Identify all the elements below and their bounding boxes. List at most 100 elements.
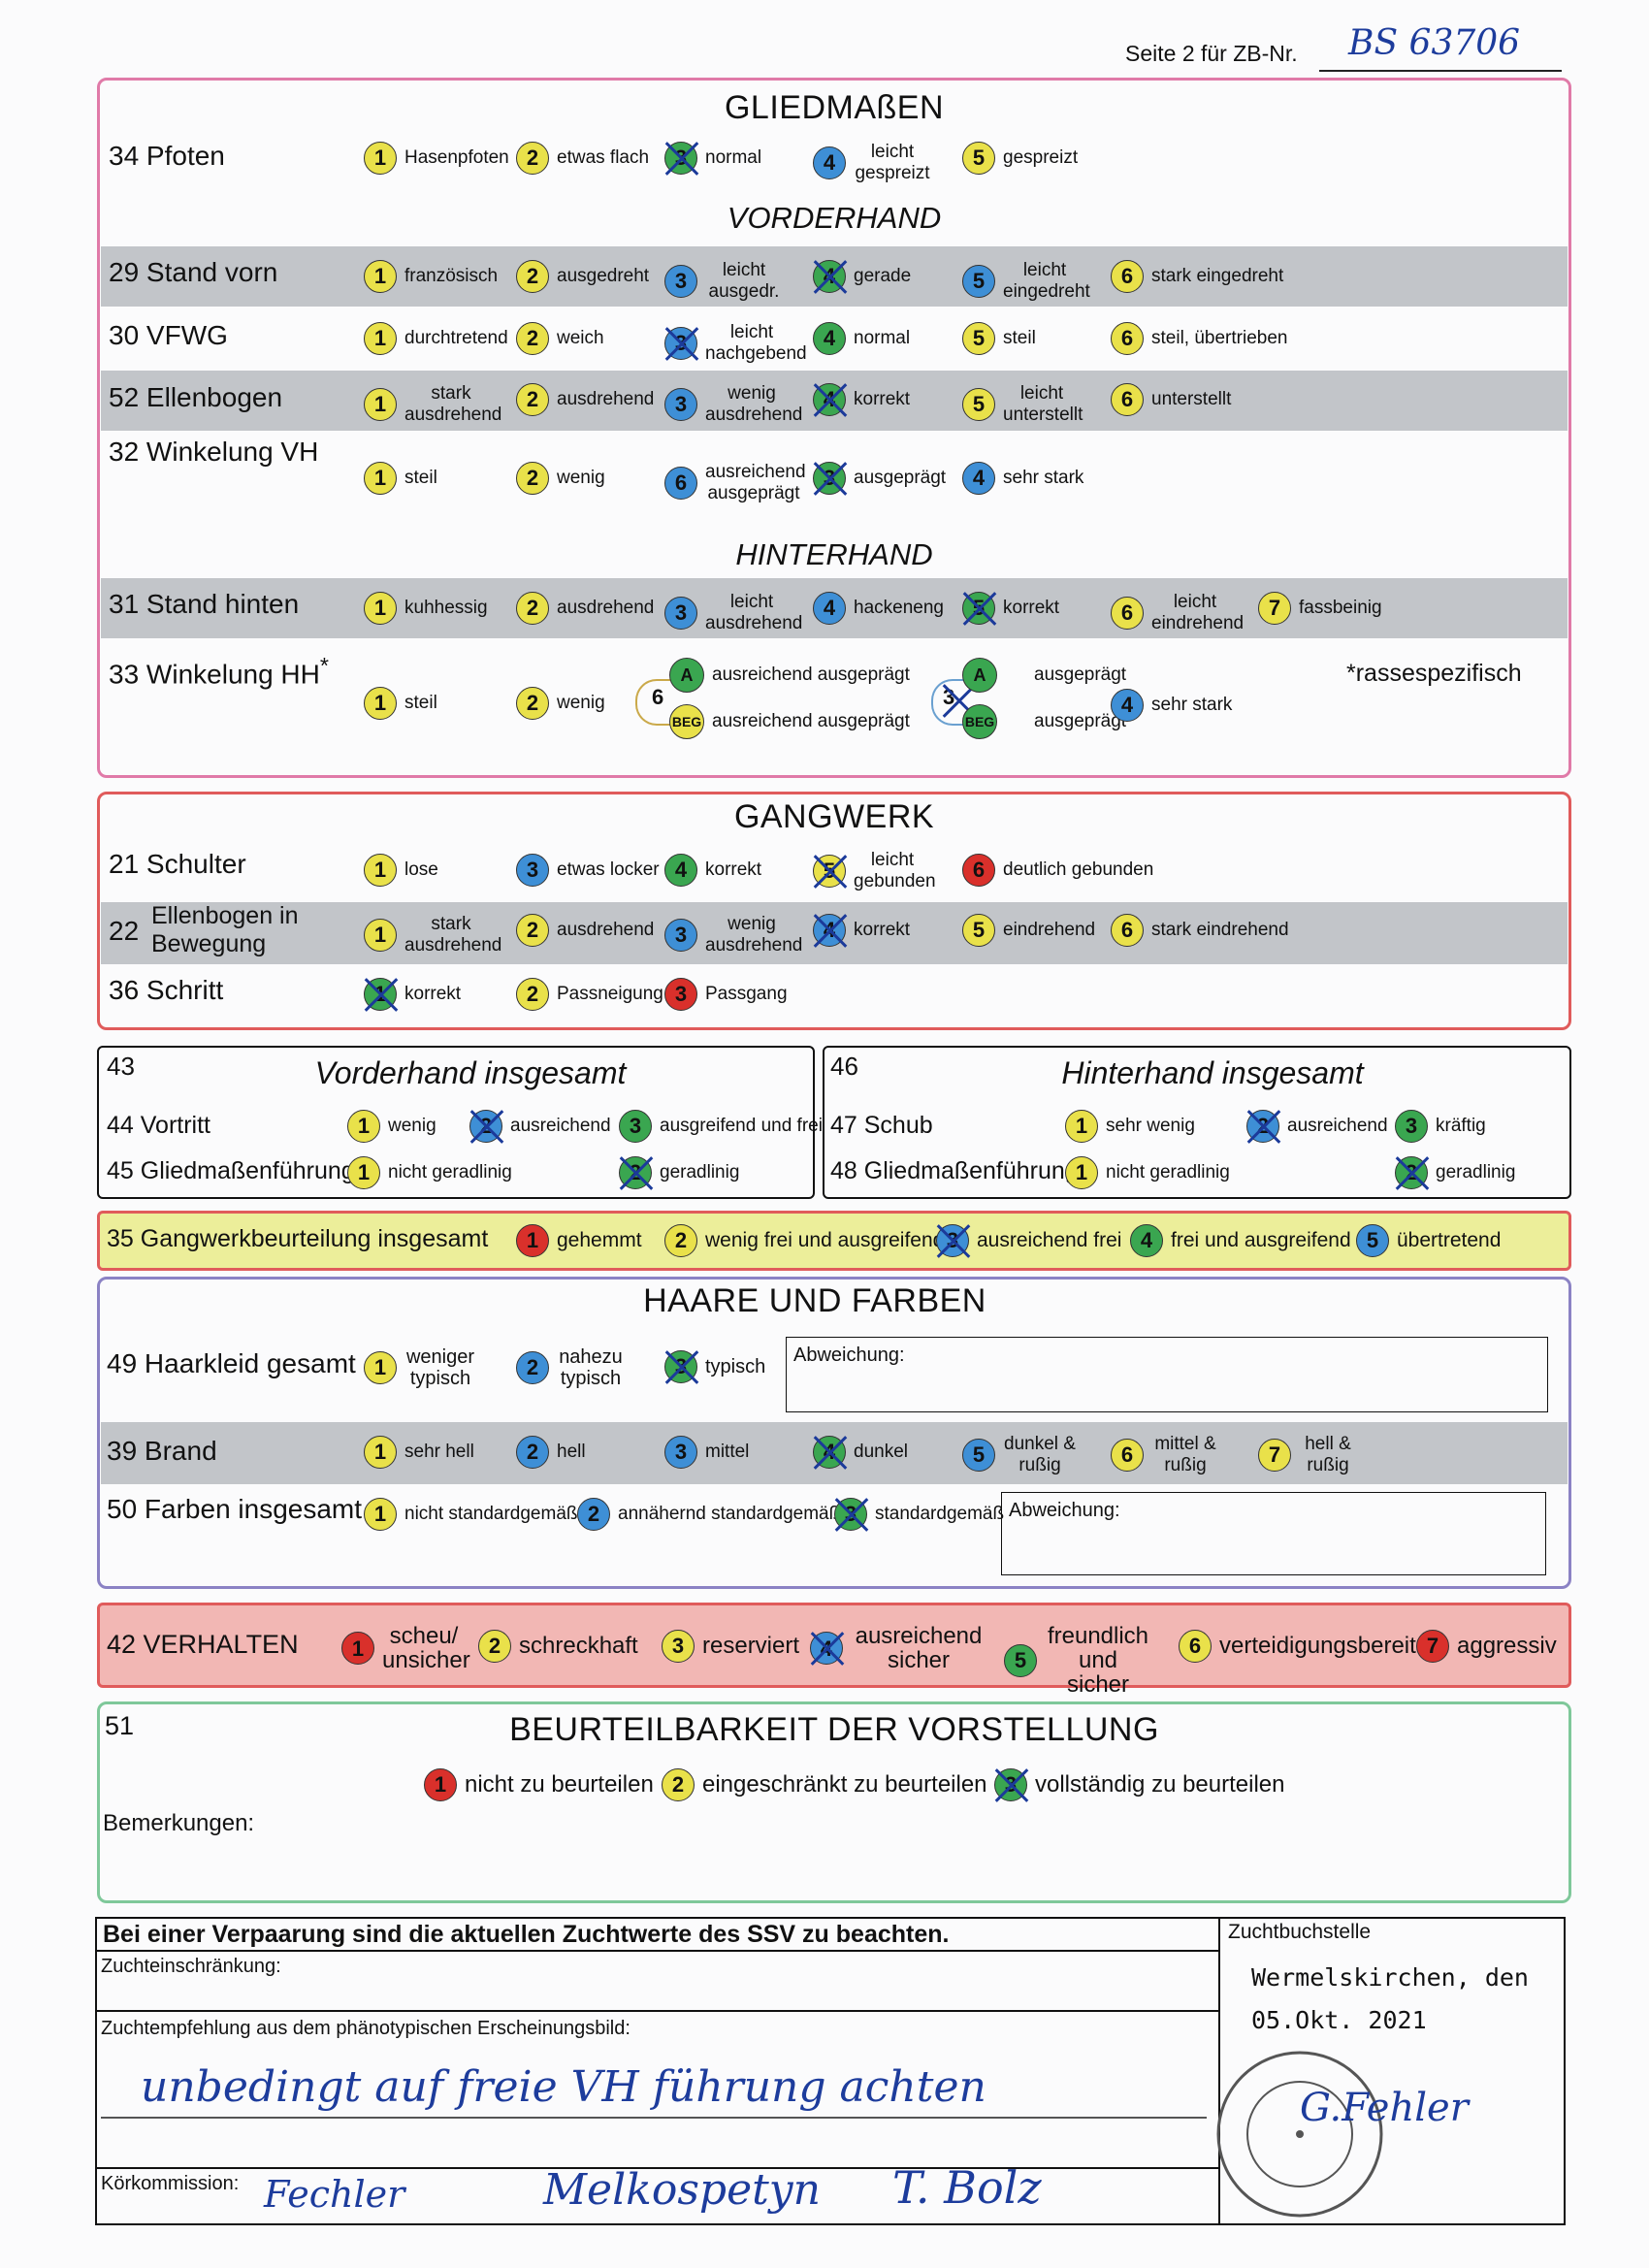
hh-ins-num: 46 <box>830 1052 858 1081</box>
row-gliedm-hh-label: 48 Gliedmaßenführung <box>830 1157 1079 1184</box>
abweichung-haarkleid-field[interactable] <box>786 1337 1548 1412</box>
footer-vertical-divider <box>1218 1917 1220 2225</box>
row-winkelung-hh-label: 33 Winkelung HH* <box>109 653 329 690</box>
abweichung-farben-field[interactable] <box>1001 1492 1546 1575</box>
